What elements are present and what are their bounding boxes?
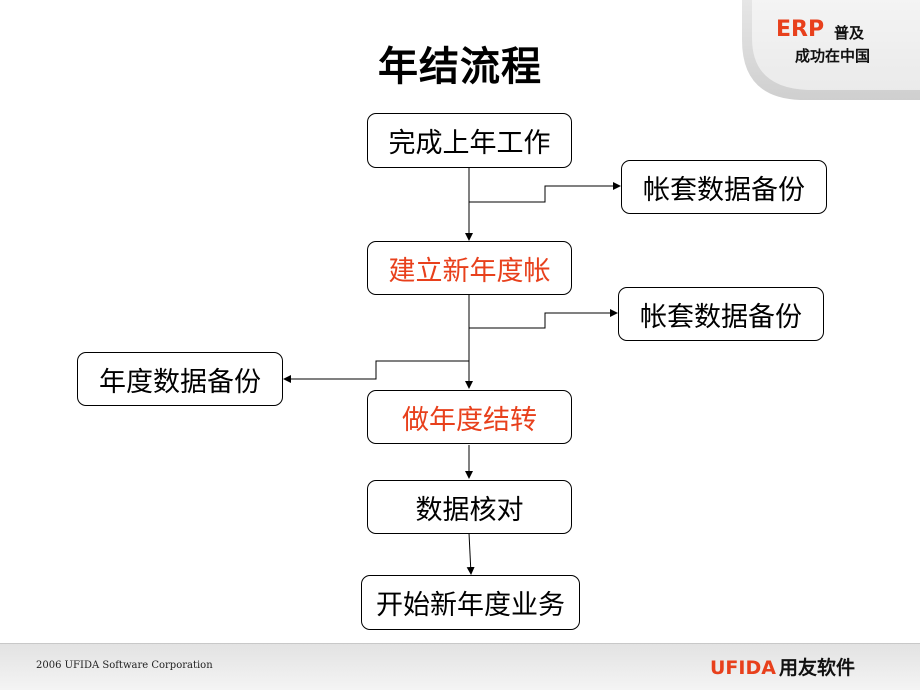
badge-slogan-line2: 成功在中国 — [795, 47, 871, 65]
node-create-new-year: 建立新年度帐 — [367, 241, 572, 295]
footer-band — [0, 643, 920, 690]
node-backup-year: 年度数据备份 — [77, 352, 283, 406]
page-title: 年结流程 — [378, 44, 542, 90]
corner-badge-shape — [742, 0, 920, 100]
node-finish-last-year: 完成上年工作 — [367, 113, 572, 168]
node-verify-data: 数据核对 — [367, 480, 572, 534]
arrow-to-backup-account-2 — [469, 309, 618, 329]
footer-copyright: 2006 UFIDA Software Corporation — [36, 660, 213, 671]
brand-name-cn: 用友软件 — [778, 657, 855, 679]
node-backup-account-1: 帐套数据备份 — [621, 160, 827, 214]
arrow-verify-to-start — [466, 532, 475, 575]
node-backup-account-2: 帐套数据备份 — [618, 287, 824, 341]
brand-name-en: UFIDA — [710, 657, 776, 679]
node-start-new-year: 开始新年度业务 — [361, 575, 580, 630]
node-carry-forward: 做年度结转 — [367, 390, 572, 444]
badge-erp-label: ERP — [776, 17, 825, 42]
arrow-to-backup-account-1 — [469, 182, 621, 203]
arrow-to-backup-year — [283, 360, 469, 383]
badge-slogan-line1: 普及 — [834, 24, 865, 42]
